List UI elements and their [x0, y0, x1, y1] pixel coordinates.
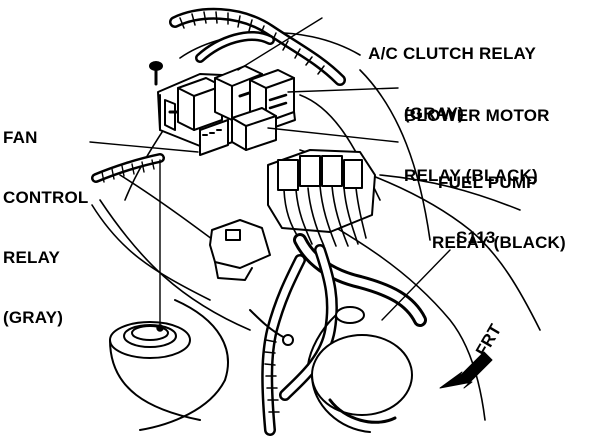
- fuel-pump-relay-label-line-2: RELAY (BLACK): [432, 233, 566, 252]
- ac-clutch-relay-label-line-2: (GRAY): [403, 104, 464, 123]
- front-arrow-icon: [439, 351, 493, 389]
- convoluted-harness-upper: [169, 7, 346, 86]
- blower-motor-relay-label-line-1: BLOWER MOTOR: [404, 106, 550, 125]
- splice-s113: [307, 306, 365, 366]
- leader-lines: [89, 17, 451, 332]
- ac-clutch-relay-label: A/C CLUTCH RELAY (GRAY): [326, 4, 536, 164]
- wiring-connector: [267, 149, 376, 247]
- splice-s113-label: S113: [456, 228, 496, 247]
- blower-motor-relay-label-line-2: RELAY (BLACK): [404, 166, 538, 185]
- bolt-icon: [149, 61, 163, 86]
- lower-harness: [249, 233, 427, 436]
- fan-control-relay-label-line-2: CONTROL: [3, 188, 89, 207]
- fuel-pump-relay-label: FUEL PUMP RELAY (BLACK): [432, 133, 566, 293]
- filler-neck: [109, 299, 229, 431]
- mounting-bracket: [209, 219, 271, 281]
- fan-control-relay-label-line-3: RELAY: [3, 248, 61, 267]
- blower-motor-relay-label: BLOWER MOTOR RELAY (BLACK): [404, 66, 550, 226]
- fan-control-relay-label: FAN CONTROL RELAY (GRAY): [3, 88, 88, 368]
- ac-clutch-relay-label-line-1: A/C CLUTCH RELAY: [368, 44, 536, 63]
- fan-control-relay: [177, 77, 229, 156]
- fuel-pump-relay-label-line-1: FUEL PUMP: [438, 173, 538, 192]
- convoluted-harness-left: [91, 153, 165, 183]
- fan-control-relay-label-line-1: FAN: [3, 128, 38, 147]
- fuel-pump-relay: [231, 107, 277, 151]
- fan-control-relay-label-line-4: (GRAY): [3, 308, 64, 327]
- reservoir: [311, 334, 413, 433]
